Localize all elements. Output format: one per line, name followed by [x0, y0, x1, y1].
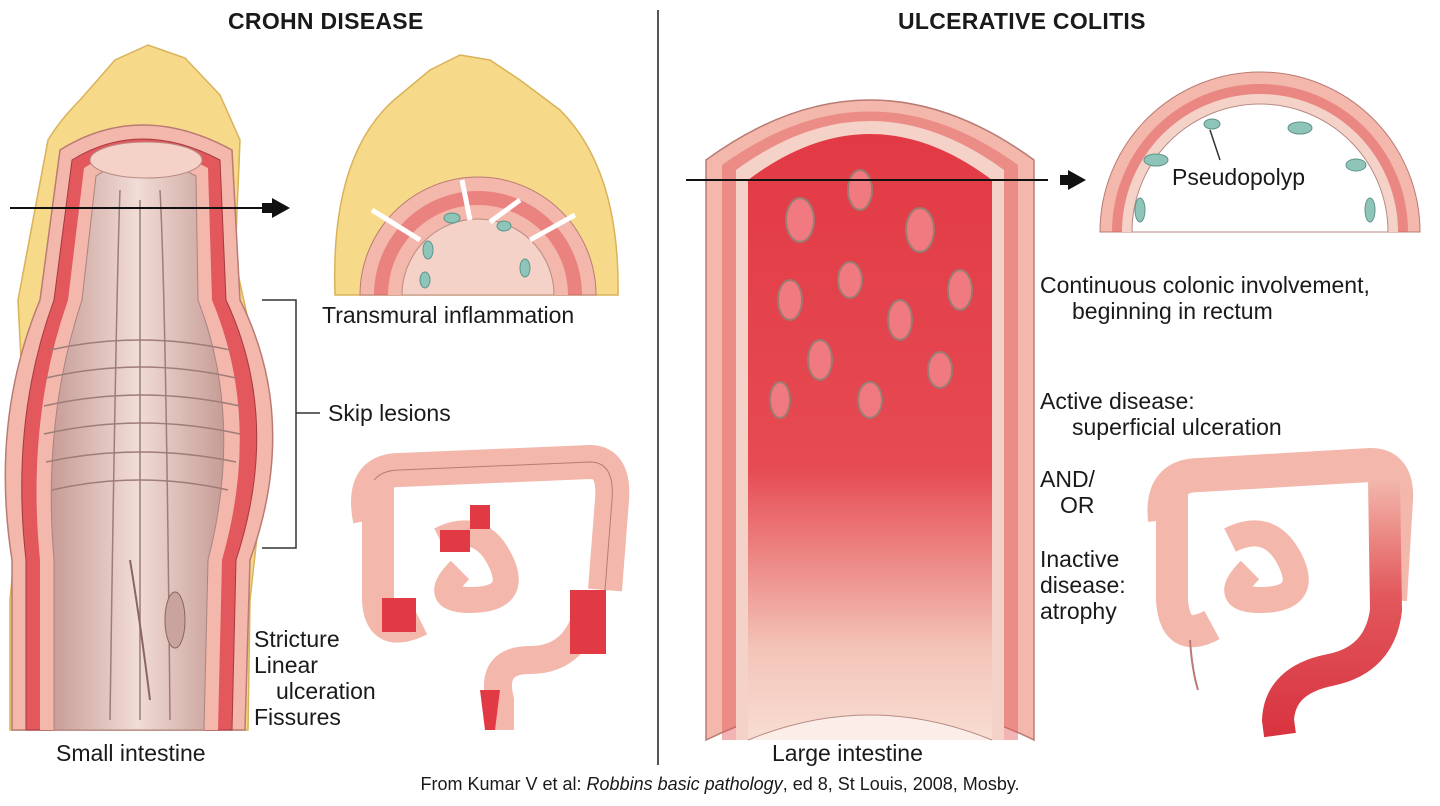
crohn-cross-section [333, 54, 619, 296]
involvement-line-2: beginning in rectum [1072, 298, 1273, 324]
active-line-1: Active disease: [1040, 388, 1195, 414]
skip-lesions-label: Skip lesions [328, 400, 451, 426]
crohn-title: CROHN DISEASE [228, 8, 424, 34]
large-intestine-label: Large intestine [772, 740, 923, 766]
citation-suffix: , ed 8, St Louis, 2008, Mosby. [782, 774, 1020, 794]
andor-line-2: OR [1060, 492, 1095, 518]
arrow-icon-uc [1060, 170, 1086, 190]
involvement-line-1: Continuous colonic involvement, [1040, 272, 1370, 298]
skip-lesions-bracket [262, 299, 320, 549]
feature-fissures: Fissures [254, 704, 341, 730]
small-intestine-drawing [4, 44, 274, 731]
large-intestine-drawing [705, 99, 1035, 742]
arrow-icon [262, 198, 290, 218]
active-line-2: superficial ulceration [1072, 414, 1282, 440]
andor-line-1: AND/ [1040, 466, 1095, 492]
uc-cross-section [1099, 71, 1421, 233]
crohn-colon [351, 444, 630, 730]
feature-ulceration: ulceration [276, 678, 376, 704]
feature-stricture: Stricture [254, 626, 340, 652]
citation: From Kumar V et al: Robbins basic pathol… [0, 774, 1440, 795]
uc-title: ULCERATIVE COLITIS [898, 8, 1146, 34]
uc-colon [1147, 447, 1414, 738]
ulcerated-mucosa [748, 134, 992, 740]
citation-prefix: From Kumar V et al: [420, 774, 587, 794]
inactive-line-3: atrophy [1040, 598, 1117, 624]
inactive-line-2: disease: [1040, 572, 1126, 598]
transmural-inflammation-label: Transmural inflammation [322, 302, 575, 328]
citation-book: Robbins basic pathology [586, 774, 783, 794]
inactive-line-1: Inactive [1040, 546, 1120, 572]
feature-linear: Linear [254, 652, 318, 678]
pseudopolyp-label: Pseudopolyp [1172, 164, 1305, 190]
small-intestine-label: Small intestine [56, 740, 206, 766]
